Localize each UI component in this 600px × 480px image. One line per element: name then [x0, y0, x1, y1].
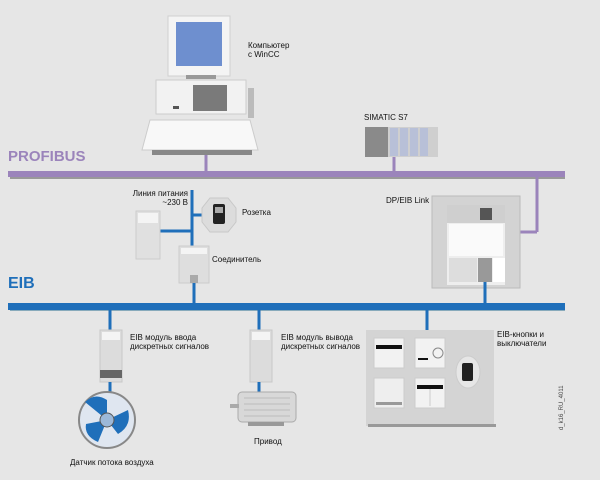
profibus-label: PROFIBUS: [8, 148, 86, 165]
eib-buttons-panel-icon: [366, 310, 496, 427]
eib-bus-line: [8, 303, 565, 310]
buttons-label-line2: выключатели: [497, 339, 547, 348]
power-line-label: Линия питания ~230 В: [132, 189, 188, 207]
output-module-label-line2: дискретных сигналов: [281, 342, 361, 351]
computer-label: Компьютер с WinCC: [248, 41, 289, 59]
airflow-sensor-label: Датчик потока воздуха: [70, 458, 154, 467]
socket-label: Розетка: [242, 208, 271, 217]
input-module-icon: [99, 310, 123, 398]
output-module-label: EIB модуль вывода дискретных сигналов: [281, 333, 360, 351]
input-module-label-line1: EIB модуль ввода: [130, 333, 197, 342]
coupler-icon: [178, 245, 210, 303]
power-line-icon: [135, 190, 206, 260]
coupler-label: Соединитель: [212, 255, 262, 264]
output-module-icon: [249, 310, 273, 392]
computer-label-line1: Компьютер: [248, 41, 290, 50]
drive-label: Привод: [254, 437, 282, 446]
computer-label-line2: с WinCC: [248, 50, 280, 59]
airflow-sensor-icon: [78, 391, 136, 449]
power-line-label-line2: ~230 В: [162, 198, 188, 207]
power-line-label-line1: Линия питания: [132, 189, 188, 198]
simatic-label: SIMATIC S7: [364, 113, 408, 122]
profibus-bus-line: [8, 171, 565, 177]
figure-id: d_k16_RU_4011: [559, 385, 565, 430]
socket-icon: [201, 197, 237, 233]
output-module-label-line1: EIB модуль вывода: [281, 333, 353, 342]
simatic-s7-icon: [365, 127, 438, 172]
buttons-label: EIB-кнопки и выключатели: [497, 330, 546, 348]
buttons-label-line1: EIB-кнопки и: [497, 330, 544, 339]
dp-eib-link-icon: [431, 175, 539, 303]
input-module-label-line2: дискретных сигналов: [130, 342, 210, 351]
dp-eib-link-label: DP/EIB Link: [386, 196, 430, 205]
eib-label: EIB: [8, 275, 35, 292]
input-module-label: EIB модуль ввода дискретных сигналов: [130, 333, 209, 351]
computer-icon: [141, 15, 259, 172]
drive-motor-icon: [230, 391, 297, 426]
